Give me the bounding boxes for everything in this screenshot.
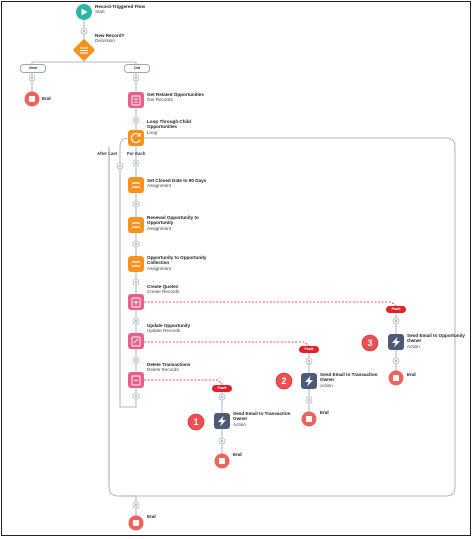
end-label-email1: End bbox=[233, 452, 242, 457]
assignment-icon bbox=[132, 261, 140, 267]
decision-node[interactable] bbox=[73, 39, 96, 62]
create-quotes-node[interactable] bbox=[128, 294, 144, 310]
end-node-main[interactable] bbox=[128, 515, 144, 531]
fault-badge-2: Fault bbox=[299, 346, 319, 353]
end-label-main: End bbox=[147, 514, 156, 519]
after-last-label: After Last bbox=[97, 151, 118, 156]
svg-text:1: 1 bbox=[193, 417, 198, 427]
assignment-icon bbox=[132, 222, 140, 228]
lightning-icon bbox=[392, 337, 400, 348]
stop-icon bbox=[29, 96, 35, 102]
end-label-email3: End bbox=[407, 372, 416, 377]
callout-badge-2: 2 bbox=[275, 372, 293, 390]
loop-icon bbox=[130, 132, 141, 144]
records-icon bbox=[131, 297, 141, 308]
get-related-node[interactable] bbox=[128, 92, 144, 108]
callout-badge-3: 3 bbox=[361, 334, 379, 352]
end-node-email2[interactable] bbox=[301, 411, 317, 427]
records-icon bbox=[131, 95, 141, 106]
records-icon bbox=[131, 375, 141, 386]
callout-badge-1: 1 bbox=[187, 413, 205, 431]
fault-connectors bbox=[144, 301, 397, 385]
loop-node[interactable] bbox=[128, 130, 144, 146]
fault-badge-3: Fault bbox=[386, 306, 406, 313]
start-node[interactable] bbox=[76, 4, 92, 20]
lightning-icon bbox=[218, 416, 226, 427]
for-each-label: For Each bbox=[127, 151, 146, 156]
end-label-email2: End bbox=[320, 410, 329, 415]
decision-label: New Record?Decission bbox=[95, 33, 125, 44]
add-plus-glyphs bbox=[30, 29, 398, 507]
add-buttons[interactable] bbox=[28, 27, 400, 509]
play-icon bbox=[81, 8, 88, 16]
end-node-email3[interactable] bbox=[388, 370, 404, 386]
svg-text:2: 2 bbox=[281, 376, 286, 386]
email1-node[interactable] bbox=[214, 413, 230, 429]
email2-node[interactable] bbox=[301, 373, 317, 389]
assign3-node[interactable] bbox=[128, 256, 144, 272]
decision-icon bbox=[80, 47, 88, 54]
stop-icon bbox=[393, 375, 399, 381]
assign1-node[interactable] bbox=[128, 177, 144, 193]
delete-trans-node[interactable] bbox=[128, 372, 144, 388]
stop-icon bbox=[306, 416, 312, 422]
records-icon bbox=[131, 336, 141, 347]
end-node-email1[interactable] bbox=[214, 453, 230, 469]
end-node-new[interactable] bbox=[24, 91, 40, 107]
end-label-new: End bbox=[42, 96, 51, 101]
fault-badge-1: Fault bbox=[212, 385, 232, 392]
branch-new-label: New bbox=[20, 64, 46, 73]
assignment-icon bbox=[132, 182, 140, 188]
stop-icon bbox=[219, 458, 225, 464]
lightning-icon bbox=[305, 376, 313, 387]
update-opp-node[interactable] bbox=[128, 333, 144, 349]
connectors bbox=[31, 20, 456, 516]
assign2-node[interactable] bbox=[128, 217, 144, 233]
stop-icon bbox=[133, 520, 139, 526]
branch-old-label: Old bbox=[124, 64, 150, 73]
email3-node[interactable] bbox=[388, 334, 404, 350]
svg-text:3: 3 bbox=[367, 338, 372, 348]
